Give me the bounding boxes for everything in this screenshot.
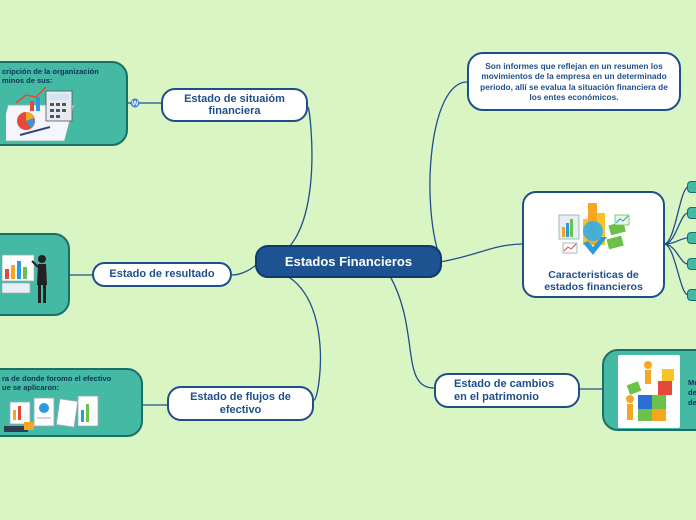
puzzle-people-frame [618,355,680,428]
branch-estado-cambios-label: Estado de cambios en el patrimonio [454,378,555,403]
detail-cambios-text: Mu de de [688,378,696,407]
branch-estado-resultado[interactable]: Estado de resultado [92,262,232,287]
svg-text:W: W [132,101,139,108]
branch-estado-situacion-label: Estado de situaiόm financiera [184,92,285,117]
central-topic[interactable]: Estados Financieros [255,245,442,278]
link-icon[interactable]: W [130,98,140,108]
detail-flujos-text: ra de donde foromo el efectivo ue se apl… [2,374,112,393]
branch-estado-flujos[interactable]: Estado de flujos de efectivo [167,386,314,421]
presenter-chart-icon [2,254,47,303]
definition-note[interactable]: Son informes que reflejan en un resumen … [467,52,681,111]
caracteristica-child-3[interactable] [687,232,696,244]
bar-chart-graphs-icon [558,203,630,255]
caracteristica-child-2[interactable] [687,207,696,219]
definition-note-text: Son informes que reflejan en un resumen … [480,61,668,102]
branch-caracteristicas-label: Caracteristicas de estados financieros [544,269,643,293]
caracteristica-child-5[interactable] [687,289,696,301]
documents-charts-icon [4,396,99,432]
caracteristica-child-4[interactable] [687,258,696,270]
puzzle-people-icon [626,361,674,421]
branch-estado-cambios[interactable]: Estado de cambios en el patrimonio [434,373,580,408]
branch-estado-flujos-label: Estado de flujos de efectivo [190,391,291,416]
detail-situacion-text: cripción de la organización minos de sus… [2,67,99,86]
central-topic-label: Estados Financieros [284,254,413,269]
caracteristica-child-1[interactable] [687,181,696,193]
detail-flujos[interactable]: ra de donde foromo el efectivo ue se apl… [0,368,143,437]
detail-resultado[interactable] [0,233,70,316]
detail-cambios[interactable]: Mu de de [602,349,696,431]
finance-charts-calculator-icon [6,86,75,142]
branch-estado-resultado-label: Estado de resultado [109,268,215,281]
detail-situacion[interactable]: cripción de la organización minos de sus… [0,61,128,146]
branch-caracteristicas[interactable]: Caracteristicas de estados financieros [522,191,665,298]
branch-estado-situacion[interactable]: Estado de situaiόm financiera [161,88,308,122]
